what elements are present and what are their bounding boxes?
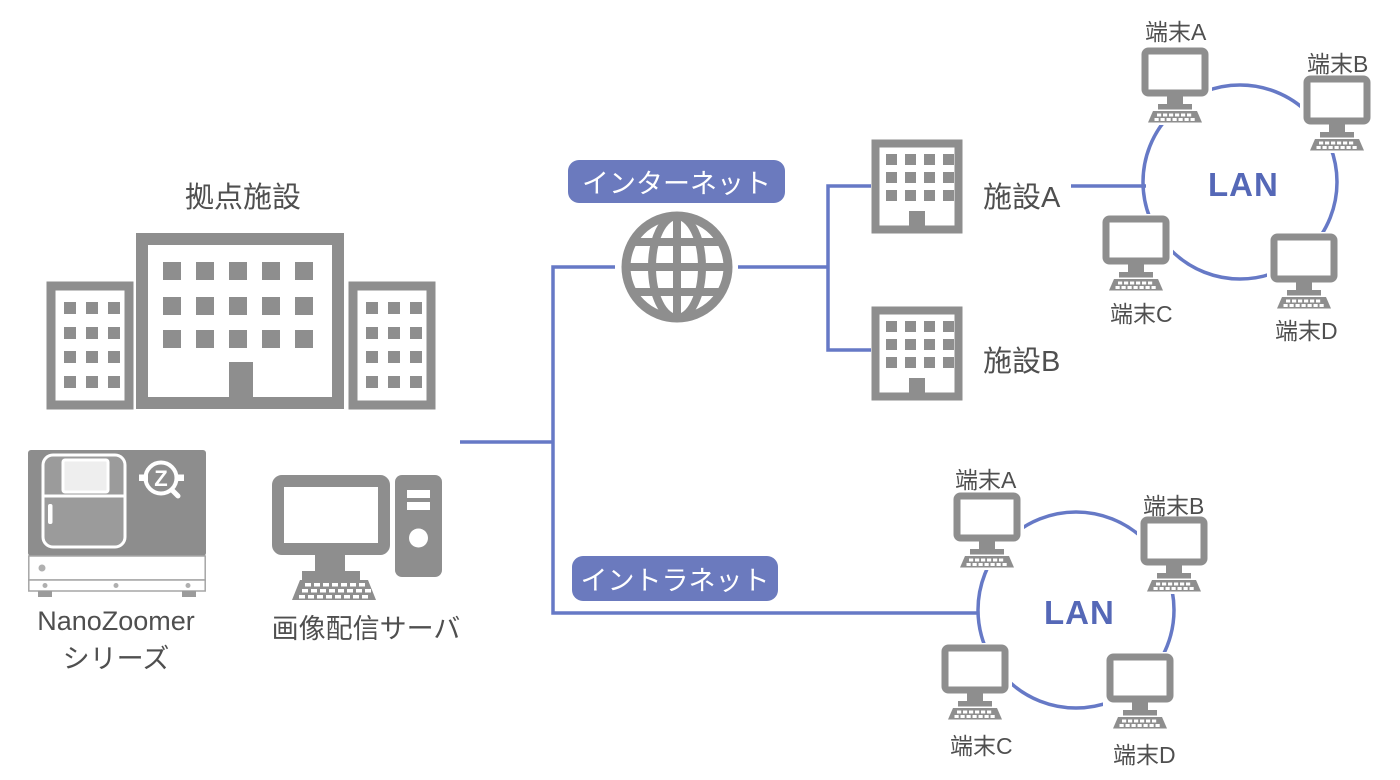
terminal-d-computer-icon	[1270, 233, 1338, 309]
image-server-label: 画像配信サーバ	[271, 614, 461, 644]
scanner-label-line2: シリーズ	[62, 644, 170, 674]
line-internet-branch	[738, 184, 871, 352]
lan-intranet-label: LAN	[1044, 594, 1115, 631]
terminal-b-computer-icon	[1303, 75, 1371, 151]
globe-icon	[617, 207, 737, 327]
intranet-terminal-d-computer-icon	[1106, 653, 1174, 729]
network-connector-lines	[460, 83, 1339, 710]
terminal-b-label: 端末B	[1307, 51, 1369, 77]
intranet-terminal-a-label: 端末A	[955, 467, 1017, 493]
lan-ring-intranet	[976, 510, 1176, 710]
scanner-label-line1: NanoZoomer	[37, 606, 195, 636]
intranet-terminal-a-computer-icon	[953, 492, 1021, 568]
base-facility-building-icon	[45, 228, 437, 410]
intranet-terminal-c-label: 端末C	[950, 733, 1013, 759]
facility-a-building-icon	[871, 139, 963, 234]
intranet-terminal-d-label: 端末D	[1113, 742, 1176, 768]
terminal-c-computer-icon	[1102, 215, 1170, 291]
terminal-a-computer-icon	[1141, 47, 1209, 123]
intranet-terminal-c-computer-icon	[941, 644, 1009, 720]
image-server-icon	[265, 470, 442, 601]
nanozoomer-device-icon	[28, 447, 206, 599]
line-trunk	[551, 265, 978, 615]
internet-badge: インターネット	[568, 160, 785, 203]
facility-b-building-icon	[871, 306, 963, 401]
intranet-badge: イントラネット	[572, 556, 778, 601]
lan-internet-label: LAN	[1208, 166, 1279, 203]
terminal-c-label: 端末C	[1110, 301, 1173, 327]
facility-a-label: 施設A	[983, 182, 1061, 214]
terminal-a-label: 端末A	[1145, 19, 1207, 45]
terminal-d-label: 端末D	[1275, 318, 1338, 344]
intranet-terminal-b-computer-icon	[1140, 516, 1208, 592]
base-facility-label: 拠点施設	[185, 182, 302, 214]
intranet-terminal-b-label: 端末B	[1143, 493, 1205, 519]
facility-b-label: 施設B	[983, 346, 1061, 378]
lan-ring-internet	[1141, 83, 1339, 281]
